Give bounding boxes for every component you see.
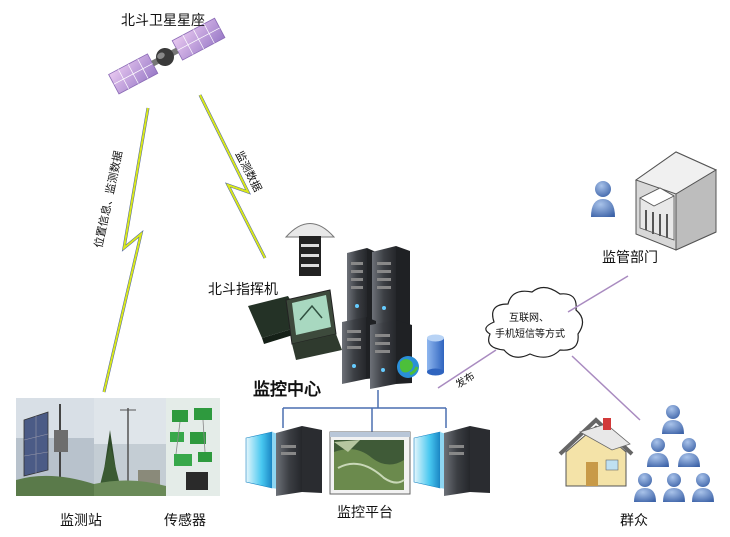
sensor-photo — [166, 398, 220, 496]
house-icon — [558, 417, 634, 487]
satellite-icon — [108, 17, 226, 95]
person-icon — [634, 473, 656, 502]
computer-icon — [245, 426, 322, 496]
cloud-icon — [485, 286, 584, 358]
commander-laptop-icon — [248, 289, 342, 360]
center-label: 监控中心 — [253, 380, 321, 400]
gps-antenna-icon — [284, 223, 336, 276]
station-photo — [94, 398, 166, 496]
station-label: 监测站 — [60, 513, 102, 529]
satellite-label: 北斗卫星星座 — [121, 13, 205, 29]
platform-label: 监控平台 — [337, 505, 393, 521]
database-icon — [427, 334, 444, 376]
regulator-label: 监管部门 — [602, 250, 658, 266]
person-icon — [662, 405, 684, 434]
cloud-text-line2: 手机短信等方式 — [495, 329, 565, 340]
person-icon — [692, 473, 714, 502]
platform-screen — [329, 431, 411, 495]
center-platform-lines — [282, 390, 447, 432]
person-icon — [647, 438, 669, 467]
globe-icon — [397, 356, 419, 378]
person-icon — [663, 473, 685, 502]
crowd — [634, 405, 714, 502]
person-icon — [591, 181, 615, 217]
commander-label: 北斗指挥机 — [208, 282, 278, 298]
link-right — [198, 94, 267, 259]
distribution-lines — [437, 275, 641, 421]
computer-icon — [413, 426, 490, 496]
building-icon — [634, 151, 718, 251]
link-left — [102, 107, 150, 393]
server-rack-icon — [342, 246, 412, 389]
person-icon — [678, 438, 700, 467]
station-photo — [16, 398, 94, 496]
public-label: 群众 — [620, 513, 648, 529]
sensor-label: 传感器 — [164, 513, 206, 529]
cloud-text-line1: 互联网、 — [509, 313, 549, 324]
